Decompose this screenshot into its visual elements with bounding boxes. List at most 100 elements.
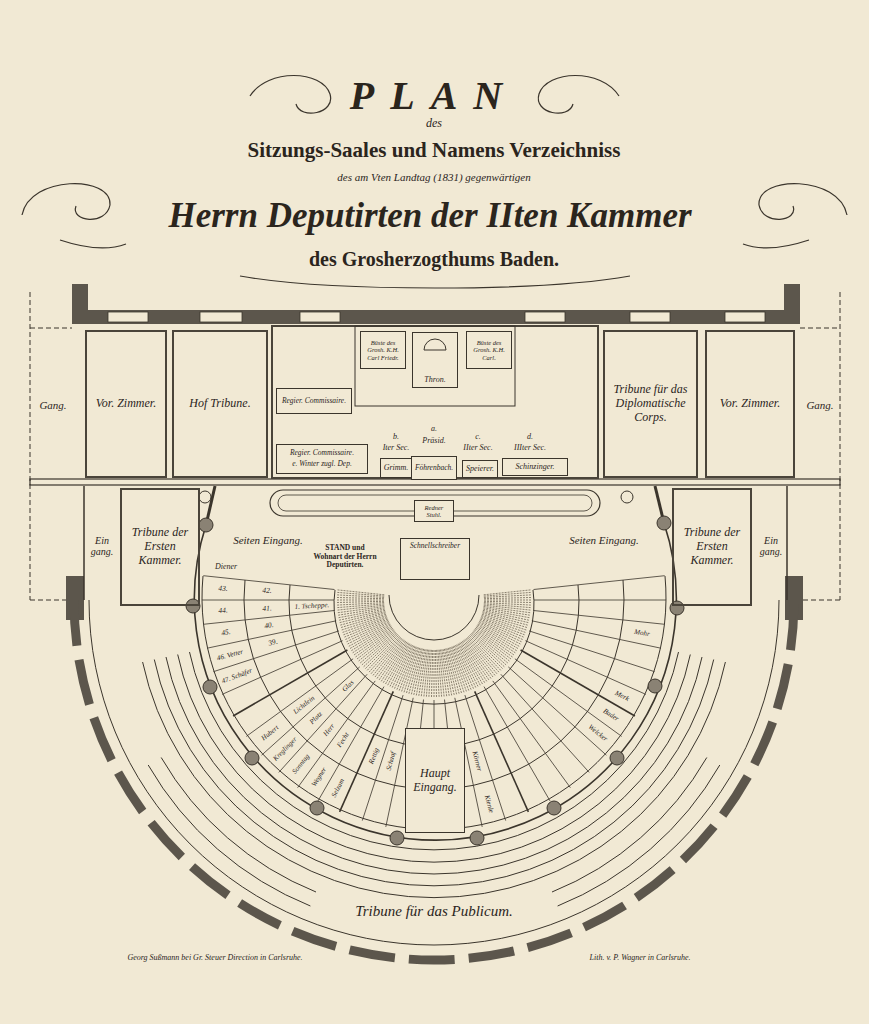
room-label: Tribune der Ersten Kammer. <box>125 526 195 567</box>
seat-label: 42. <box>262 587 272 596</box>
seat-label: 44. <box>218 606 228 615</box>
seat-divider <box>484 601 531 602</box>
seat-divider <box>354 628 393 655</box>
seat-label: Schaaf <box>384 751 397 771</box>
seat-divider <box>365 635 398 668</box>
seat-divider <box>367 636 399 670</box>
secretary-seat: Grimm. <box>380 458 412 478</box>
seat-divider <box>483 609 529 618</box>
seat-divider <box>404 648 419 693</box>
seat-divider <box>483 610 529 620</box>
seat-divider <box>362 695 403 821</box>
seat-divider <box>359 632 396 662</box>
seat-divider <box>337 598 384 599</box>
seat-label: 41. <box>262 604 272 613</box>
main-entrance: Haupt Eingang. <box>405 728 465 833</box>
seat-label: Diener <box>215 562 237 571</box>
seat-label: Körner <box>471 750 484 772</box>
commissioner-bench: Regier. Commissaire.e. Winter zugl. Dep. <box>276 444 368 474</box>
seat-divider <box>429 650 432 697</box>
room-label: Tribune für das Diplomatische Corps. <box>608 383 693 424</box>
room-label: Regier. Commissaire. <box>290 449 354 458</box>
room-label: Grimm. <box>384 463 409 472</box>
seat-divider <box>340 691 394 812</box>
door-label: Seiten Eingang. <box>233 534 303 547</box>
seat-label: Glas <box>340 679 355 694</box>
room-label: Gang. <box>39 399 66 412</box>
seat-dividers <box>202 576 666 832</box>
room-label: Tribune der Ersten Kammer. <box>677 526 747 567</box>
room-label: Büste des Grosh. K.H. Carl. <box>470 339 508 361</box>
seat-label: Wegner <box>310 766 328 788</box>
columns <box>186 516 684 845</box>
subtitle-text: des am Vten Landtag (1831) gegenwärtigen <box>337 171 530 184</box>
seat-divider <box>463 641 491 679</box>
bust-box: Büste des Grosh. K.H. Carl. <box>466 331 512 369</box>
seat-divider <box>501 674 589 772</box>
seat-divider <box>508 667 606 755</box>
seat-divider <box>444 649 454 695</box>
seat-label: Fecht <box>335 731 350 749</box>
seat-divider <box>416 649 425 695</box>
room-label: Schnellschreiber <box>410 542 460 551</box>
first-chamber-gallery: Tribune der Ersten Kammer. <box>672 488 752 606</box>
seat-divider <box>469 635 502 668</box>
seat-label: Selzam <box>330 777 346 798</box>
room-label: Ein gang. <box>89 535 115 558</box>
seat-divider <box>534 600 666 601</box>
seat-letter: d. <box>527 432 533 441</box>
seat-divider <box>202 600 334 601</box>
seat-divider <box>434 650 435 697</box>
seat-divider <box>451 647 467 691</box>
room-label: Vor. Zimmer. <box>96 397 156 411</box>
president-seat: Föhrenbach. <box>411 456 457 480</box>
seat-divider <box>246 659 353 737</box>
seat-divider <box>529 631 655 672</box>
seat-divider <box>532 621 661 648</box>
secretary-seat: Schinzinger. <box>502 458 568 476</box>
building-walls <box>30 284 840 840</box>
seat-divider <box>475 628 514 655</box>
gallery-label: Tribune für das Publicum. <box>355 903 513 920</box>
room-label: Gang. <box>806 399 833 412</box>
seat-divider <box>479 622 521 642</box>
seat-role: Präsid. <box>422 436 445 445</box>
seat-divider <box>435 650 436 697</box>
seat-divider <box>207 621 336 648</box>
seat-divider <box>442 649 449 695</box>
seat-role: Iter Sec. <box>383 443 410 452</box>
room-label: Thron. <box>424 375 445 384</box>
seat-role: IIIter Sec. <box>514 443 546 452</box>
corridor: Gang. <box>30 335 76 475</box>
seat-label: 39. <box>267 638 278 649</box>
seat-divider <box>432 650 433 697</box>
seat-divider <box>475 629 513 657</box>
room-label: Föhrenbach. <box>415 464 453 473</box>
anteroom: Vor. Zimmer. <box>705 330 795 478</box>
seat-role: IIter Sec. <box>463 443 492 452</box>
first-chamber-gallery: Tribune der Ersten Kammer. <box>120 488 200 606</box>
entrance: Ein gang. <box>755 492 787 600</box>
seat-divider <box>484 598 531 599</box>
seat-divider <box>353 627 393 653</box>
room-label: Schinzinger. <box>516 462 555 471</box>
seat-label: Mohr <box>634 628 651 638</box>
public-tribune-rows <box>74 600 794 960</box>
seat-divider <box>233 650 347 716</box>
room-label: Hof Tribune. <box>189 397 250 411</box>
seat-letter: c. <box>475 432 481 441</box>
seat-divider <box>338 590 385 595</box>
seat-label: Platz <box>308 710 324 726</box>
corridor: Gang. <box>800 335 840 475</box>
seat-divider <box>459 643 483 684</box>
seat-divider <box>343 617 387 633</box>
seat-divider <box>337 600 384 601</box>
seat-divider <box>356 629 394 657</box>
seat-divider <box>493 681 571 788</box>
seat-label: Hubert <box>260 723 280 742</box>
seat-divider <box>484 605 531 610</box>
seat-label: Kreglinger <box>271 736 298 763</box>
seat-label: Welcker <box>587 723 609 743</box>
throne-box: Thron. <box>412 332 458 388</box>
